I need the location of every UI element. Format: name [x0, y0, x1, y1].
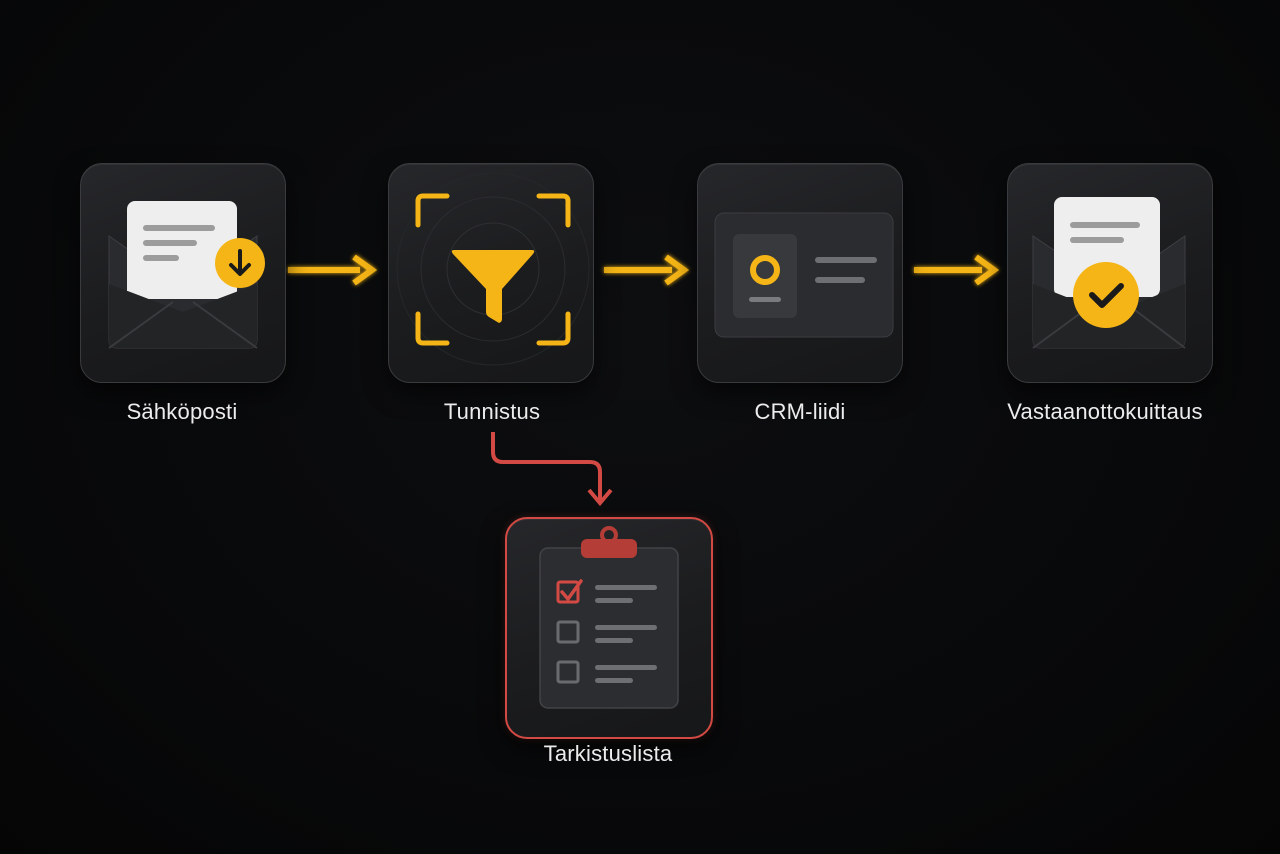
step-checklist-tile[interactable]	[505, 517, 713, 739]
step-crm-label: CRM-liidi	[754, 399, 846, 424]
step-checklist-label: Tarkistuslista	[543, 741, 673, 766]
clipboard-checklist-icon	[539, 526, 679, 709]
step-email-tile[interactable]	[80, 163, 286, 383]
step-crm-tile[interactable]	[697, 163, 903, 383]
step-email-label: Sähköposti	[126, 399, 238, 424]
arrow-email-to-detection	[288, 254, 378, 286]
arrow-detection-to-checklist	[491, 432, 613, 507]
step-receipt-label: Vastaanottokuittaus	[1007, 399, 1203, 424]
arrow-crm-to-receipt	[914, 254, 1000, 286]
step-detection-tile[interactable]	[388, 163, 594, 383]
step-detection-label: Tunnistus	[443, 399, 541, 424]
email-confirmation-icon	[1032, 197, 1186, 349]
email-inbox-icon	[108, 201, 265, 349]
step-receipt-tile[interactable]	[1007, 163, 1213, 383]
arrow-detection-to-crm	[604, 254, 690, 286]
contact-card-icon	[714, 212, 894, 338]
filter-funnel-icon	[396, 172, 590, 366]
